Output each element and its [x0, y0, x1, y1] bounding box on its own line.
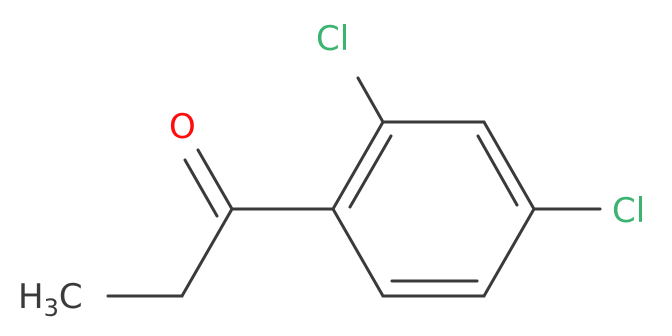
bond-c3-c4 — [482, 120, 536, 211]
methyl-label: H3C — [18, 277, 83, 322]
chlorine-right-label: Cl — [612, 191, 645, 231]
bond-c4-c5 — [482, 207, 536, 298]
atom-labels: Cl Cl O H3C — [18, 19, 645, 322]
bond-inner-c3-c4 — [476, 134, 519, 207]
methyl-h: H — [18, 277, 44, 317]
bonds — [106, 76, 602, 298]
methyl-subscript: 3 — [44, 294, 59, 322]
bond-carbonyl-o-outer — [196, 148, 234, 211]
bond-carbonyl-o-inner — [183, 158, 219, 218]
bond-carbonyl-ch2 — [180, 207, 234, 298]
bond-c1-c2 — [331, 120, 385, 211]
chlorine-top-label: Cl — [316, 19, 349, 59]
oxygen-label: O — [169, 107, 196, 147]
bond-c2-cl — [356, 76, 385, 124]
bond-inner-c1-c2 — [348, 134, 393, 209]
methyl-c: C — [59, 277, 83, 317]
bond-c6-c1 — [331, 207, 385, 298]
